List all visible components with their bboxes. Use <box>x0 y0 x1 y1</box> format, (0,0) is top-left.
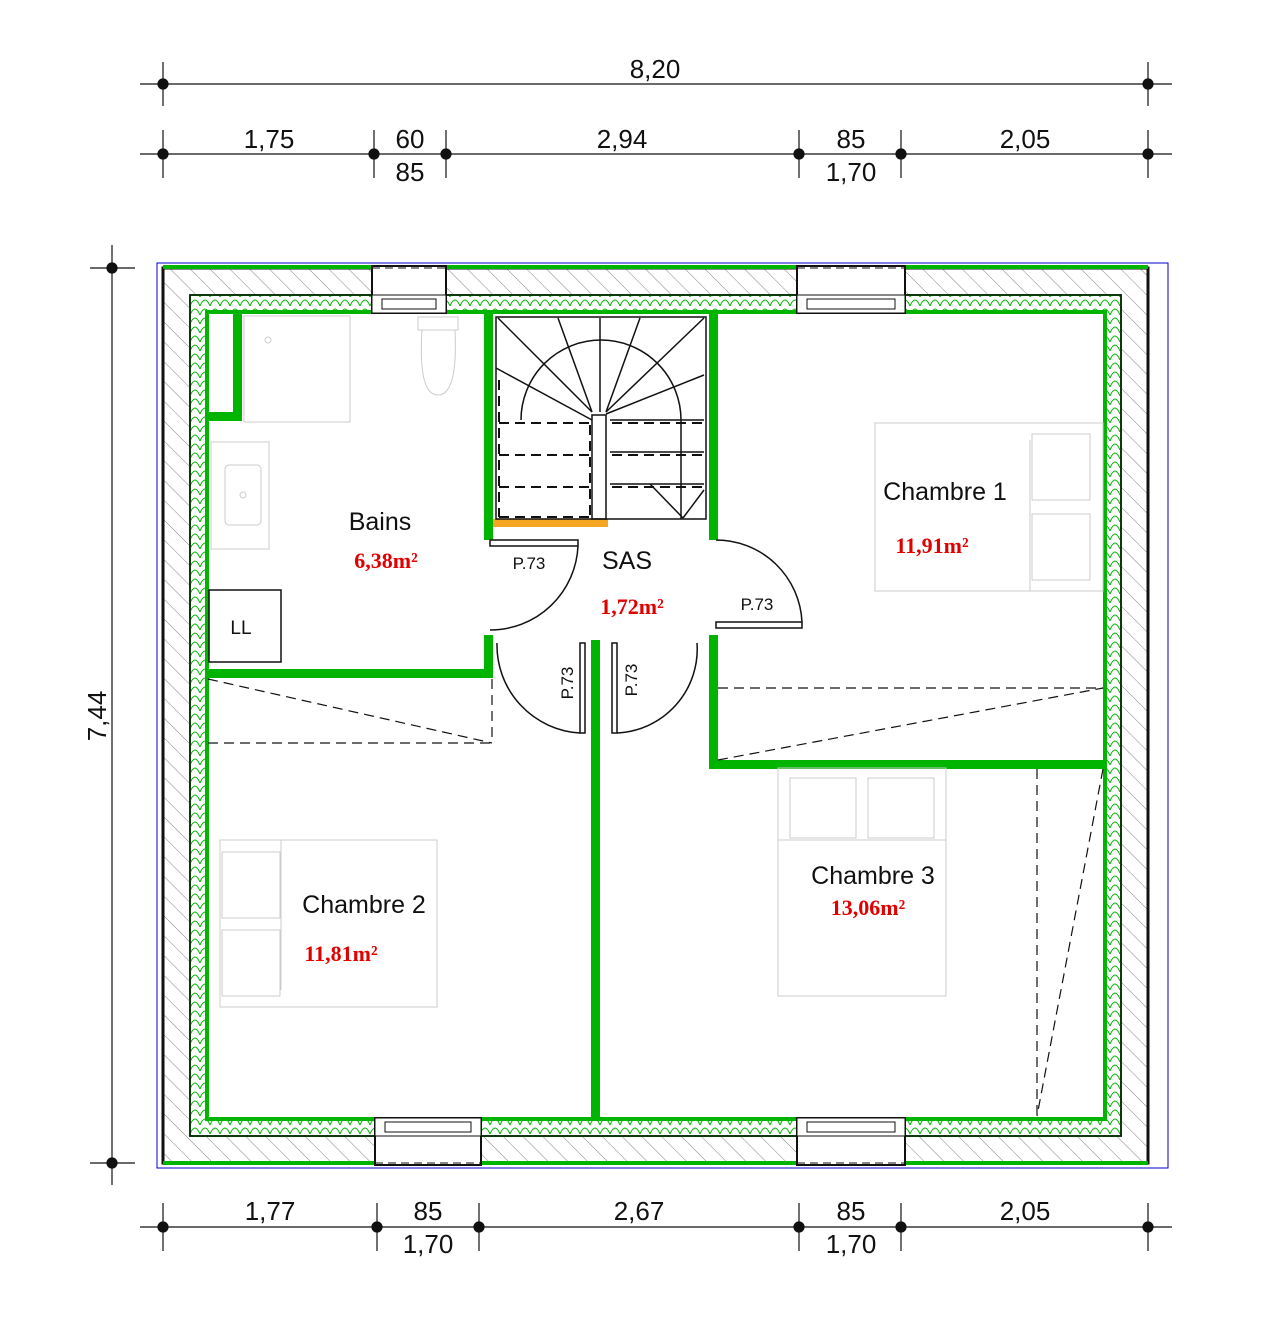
sink <box>210 441 270 550</box>
toilet <box>417 316 459 396</box>
dim-top-total: 8,20 <box>630 54 681 84</box>
room-name-ll: LL <box>230 618 251 639</box>
dim-bottom-sub-1: 1,70 <box>403 1229 454 1259</box>
roof-slope-lines <box>207 678 1104 1117</box>
room-area-sas: 1,72m² <box>600 594 664 619</box>
doors <box>489 539 803 734</box>
linen-closet <box>208 589 282 663</box>
windows <box>371 265 906 1166</box>
bed-chambre2 <box>219 839 438 1008</box>
furniture <box>208 315 1104 1008</box>
dim-bottom-2: 85 <box>414 1196 443 1226</box>
room-name-chambre1: Chambre 1 <box>883 478 1007 506</box>
staircase <box>495 316 707 520</box>
bed-chambre1 <box>874 422 1104 592</box>
dimension-lines <box>90 62 1172 1251</box>
exterior-walls <box>156 262 1169 1169</box>
room-name-sas: SAS <box>602 547 652 575</box>
dim-bottom-3: 2,67 <box>614 1196 665 1226</box>
door-label-chambre1: P.73 <box>741 595 774 614</box>
dim-bottom-4: 85 <box>837 1196 866 1226</box>
room-name-chambre2: Chambre 2 <box>302 891 426 919</box>
bed-chambre3 <box>777 767 947 997</box>
room-area-bains: 6,38m² <box>354 548 418 573</box>
dim-bottom-5: 2,05 <box>1000 1196 1051 1226</box>
shower <box>243 315 351 423</box>
dim-bottom-sub-2: 1,70 <box>826 1229 877 1259</box>
dim-top-1: 1,75 <box>244 124 295 154</box>
dim-top-sub-2: 1,70 <box>826 157 877 187</box>
dim-top-sub-1: 85 <box>396 157 425 187</box>
dim-bottom-1: 1,77 <box>245 1196 296 1226</box>
dim-top-2: 60 <box>396 124 425 154</box>
door-label-bains: P.73 <box>513 554 546 573</box>
room-area-chambre1: 11,91m² <box>895 533 969 558</box>
dim-top-3: 2,94 <box>597 124 648 154</box>
room-name-bains: Bains <box>349 508 412 536</box>
interior-walls <box>208 313 1104 1118</box>
room-name-chambre3: Chambre 3 <box>811 862 935 890</box>
dim-top-4: 85 <box>837 124 866 154</box>
door-label-chambre3: P.73 <box>622 664 641 697</box>
door-label-chambre2: P.73 <box>558 667 577 700</box>
room-area-chambre3: 13,06m² <box>831 895 906 920</box>
dim-top-5: 2,05 <box>1000 124 1051 154</box>
dim-left-total: 7,44 <box>82 691 112 742</box>
room-area-chambre2: 11,81m² <box>304 941 378 966</box>
